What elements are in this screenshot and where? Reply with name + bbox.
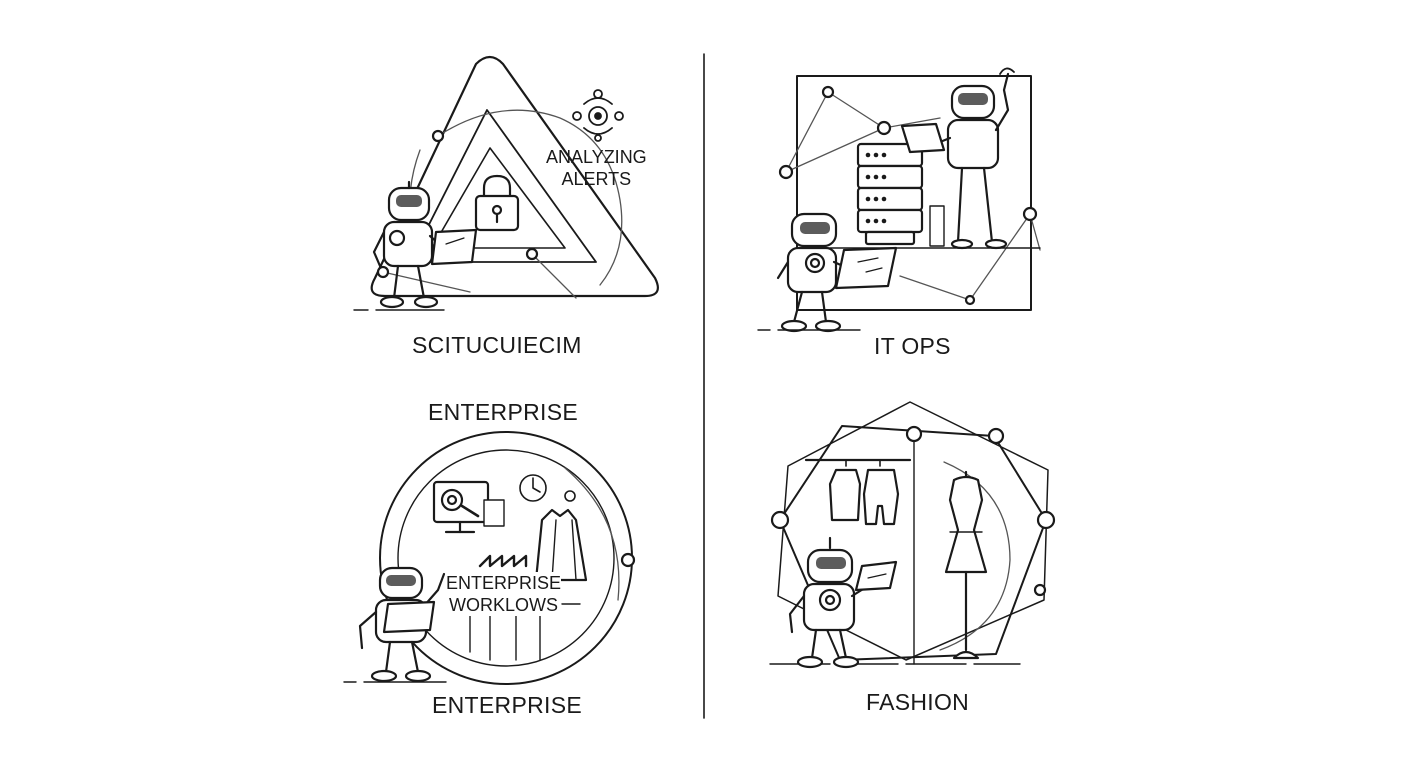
enterprise-inner-label: ENTERPRISE WORKLOWS: [446, 572, 562, 616]
orbit-arc: [564, 467, 620, 601]
clock-icon: [519, 474, 576, 502]
enterprise-caption: ENTERPRISE: [432, 692, 582, 718]
it-ops-panel-art: [757, 67, 1041, 333]
node-dot: [905, 425, 923, 443]
security-caption: SCITUCUIECIM: [412, 332, 582, 358]
node-dot: [876, 120, 892, 136]
node-dot: [1022, 206, 1038, 222]
clothes-rack-icon: [804, 458, 912, 526]
robot-security: [353, 180, 478, 311]
security-inner-line-1: ANALYZING: [546, 147, 647, 167]
outer-triangle: [370, 55, 659, 298]
node-dot: [770, 510, 790, 530]
enterprise-panel-art: [343, 431, 636, 685]
server-rack-icon: [856, 142, 945, 247]
shirt-icon: [828, 468, 862, 522]
monitor-icon: [432, 480, 505, 534]
fashion-caption: FASHION: [866, 689, 970, 715]
robot-enterprise: [343, 566, 447, 683]
orbit-arc: [437, 109, 623, 286]
hexagon-outer: [777, 401, 1049, 661]
node-dot: [525, 247, 539, 261]
node-dot: [1033, 583, 1047, 597]
alert-signal-icon: [572, 89, 624, 142]
node-dot: [964, 294, 976, 306]
inner-triangle: [431, 147, 566, 249]
middle-triangle: [409, 109, 597, 263]
inner-circle: [397, 449, 615, 667]
overalls-icon: [862, 468, 900, 526]
mannequin-icon: [944, 470, 988, 660]
node-dot: [620, 552, 636, 568]
enterprise-inner-line-1: ENTERPRISE: [446, 573, 562, 593]
enterprise-inner-line-2: WORKLOWS: [449, 595, 559, 615]
big-circle: [379, 431, 633, 685]
enterprise-title: ENTERPRISE: [428, 399, 578, 425]
robot-it-standing: [900, 67, 1015, 250]
padlock-icon: [474, 174, 520, 232]
node-dot: [1036, 510, 1056, 530]
security-inner-line-2: ALERTS: [561, 169, 632, 189]
tablet: [382, 600, 436, 634]
security-inner-label: ANALYZING ALERTS: [546, 146, 647, 190]
tablet: [834, 246, 898, 290]
node-dot: [431, 129, 445, 143]
node-dot: [987, 427, 1005, 445]
node-dot: [821, 85, 835, 99]
security-panel-art: [353, 55, 659, 311]
tablet: [900, 122, 946, 154]
robot-it-tablet: [757, 212, 898, 333]
node-dot: [376, 265, 390, 279]
frame-square: [796, 75, 1032, 311]
robot-fashion: [788, 536, 898, 669]
fashion-panel-art: [769, 401, 1056, 669]
node-dot: [778, 164, 794, 180]
it-ops-caption: IT OPS: [874, 333, 951, 359]
tablet: [430, 228, 478, 266]
